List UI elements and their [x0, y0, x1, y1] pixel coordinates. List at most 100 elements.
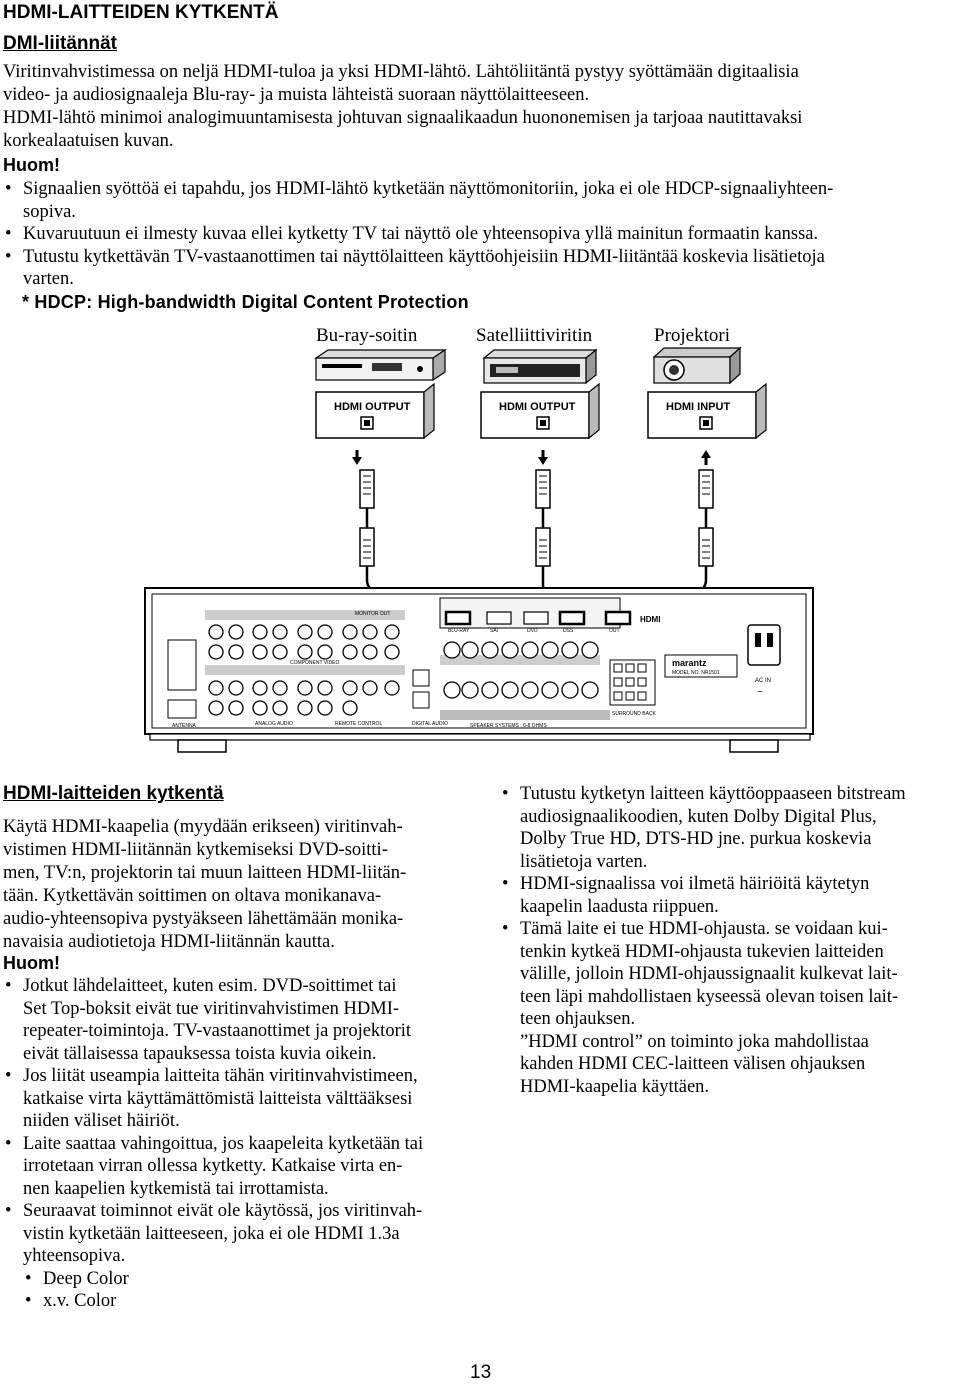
- bullet-line: Seuraavat toiminnot eivät ole käytössä, …: [23, 1201, 423, 1221]
- bullet-line: teen ohjauksen.: [520, 1009, 636, 1029]
- hdmi-output-panel-1: HDMI OUTPUT: [315, 382, 435, 440]
- note-text: Signaalien syöttöä ei tapahdu, jos HDMI-…: [23, 179, 834, 199]
- bullet-line: Jos liität useampia laitteita tähän viri…: [23, 1066, 418, 1086]
- digital-audio-label: DIGITAL AUDIO: [412, 721, 448, 727]
- bullet-line: välille, jolloin HDMI-ohjaussignaalit ku…: [520, 964, 898, 984]
- down-arrow-icon: [352, 450, 362, 465]
- hdmi-output-label: HDMI OUTPUT: [334, 401, 411, 413]
- hdcp-note: * HDCP: High-bandwidth Digital Content P…: [22, 292, 469, 312]
- sub-bullet-item: Deep Color: [23, 1268, 478, 1291]
- bullet-line: kahden HDMI CEC-laitteen välisen ohjauks…: [520, 1054, 866, 1074]
- hdmi-plug-icon: [698, 469, 714, 509]
- down-arrow-icon: [538, 450, 548, 465]
- bullet-line: Jotkut lähdelaitteet, kuten esim. DVD-so…: [23, 976, 397, 996]
- satellite-tuner-icon: [482, 348, 598, 385]
- para-line: audio-yhteensopiva pystyäkseen lähettämä…: [3, 909, 404, 929]
- intro-line: korkealaatuisen kuvan.: [3, 131, 174, 151]
- para-line: men, TV:n, projektorin tai muun laitteen…: [3, 863, 407, 883]
- note-text: sopiva.: [23, 201, 76, 222]
- para-line: Käytä HDMI-kaapelia (myydään erikseen) v…: [3, 817, 403, 837]
- analog-audio-label: ANALOG AUDIO: [255, 721, 293, 727]
- para-line: vistimen HDMI-liitännän kytkemiseksi DVD…: [3, 840, 388, 860]
- bullet-line: nen kaapelien kytkemistä tai irrottamist…: [23, 1178, 329, 1199]
- section-title: DMI-liitännät: [3, 33, 117, 54]
- bullet-line: lisätietoja varten.: [520, 851, 648, 872]
- bullet-line: Tutustu kytketyn laitteen käyttöoppaasee…: [520, 784, 906, 804]
- sub-bullet-item: x.v. Color: [23, 1290, 478, 1313]
- bullet-line: vistin kytketään laitteeseen, joka ei ol…: [23, 1223, 400, 1244]
- bullet-line: repeater-toimintoja. TV-vastaanottimet j…: [23, 1021, 412, 1041]
- bullet-line: Tämä laite ei tue HDMI-ohjausta. se void…: [520, 919, 888, 939]
- antenna-label: ANTENNA: [172, 723, 197, 729]
- note-text: Tutustu kytkettävän TV-vastaanottimen ta…: [23, 246, 825, 267]
- note-item: Tutustu kytkettävän TV-vastaanottimen ta…: [3, 246, 948, 291]
- note-list: Signaalien syöttöä ei tapahdu, jos HDMI-…: [3, 178, 948, 291]
- hdmi-plug-icon: [359, 469, 375, 509]
- intro-line: HDMI-lähtö minimoi analogimuuntamisesta …: [3, 108, 803, 128]
- page-title: HDMI-LAITTEIDEN KYTKENTÄ: [3, 2, 279, 23]
- bullet-line: irrotetaan virran ollessa kytketty. Katk…: [23, 1156, 403, 1176]
- device-label-bluray: Bu-ray-soitin: [316, 325, 418, 346]
- page-number: 13: [470, 1362, 492, 1383]
- hdmi-output-label: HDMI OUTPUT: [499, 401, 576, 413]
- note-label: Huom!: [3, 953, 60, 973]
- bullet-line: Set Top-boksit eivät tue viritinvahvisti…: [23, 998, 400, 1019]
- bullet-item: Laite saattaa vahingoittua, jos kaapelei…: [3, 1133, 478, 1201]
- monitor-out-label: MONITOR OUT: [355, 611, 390, 617]
- hdmi-plug-icon: [535, 469, 551, 509]
- para-line: navaisia audiotietoja HDMI-liitännän kau…: [3, 932, 335, 952]
- hdmi-in-label: DVD: [527, 628, 538, 634]
- bullet-item: Tutustu kytketyn laitteen käyttöoppaasee…: [500, 783, 960, 873]
- bullet-line: audiosignaalikoodien, kuten Dolby Digita…: [520, 806, 877, 827]
- hdmi-out-label: OUT: [609, 628, 620, 634]
- bluray-player-icon: [314, 348, 447, 382]
- bullet-line: ”HDMI control” on toiminto joka mahdolli…: [520, 1031, 869, 1052]
- bullet-line: katkaise virta käyttämättömistä laitteis…: [23, 1088, 413, 1109]
- device-label-projector: Projektori: [654, 325, 730, 346]
- left-bullet-list: Jotkut lähdelaitteet, kuten esim. DVD-so…: [3, 975, 478, 1313]
- ac-in-label: AC IN: [755, 678, 771, 684]
- bullet-line: HDMI-kaapelia käyttäen.: [520, 1076, 710, 1097]
- bullet-item: Jotkut lähdelaitteet, kuten esim. DVD-so…: [3, 975, 478, 1065]
- right-bullet-list: Tutustu kytketyn laitteen käyttöoppaasee…: [500, 783, 960, 1098]
- bullet-line: teen läpi mahdollistaen kyseessä olevan …: [520, 986, 899, 1007]
- hdmi-plug-icon: [359, 527, 375, 567]
- section-heading: HDMI-laitteiden kytkentä: [3, 783, 224, 804]
- para-line: tään. Kytkettävän soittimen on oltava mo…: [3, 886, 382, 906]
- hdmi-plug-icon: [535, 527, 551, 567]
- bullet-line: tenkin kytkeä HDMI-ohjausta tukevien lai…: [520, 941, 884, 962]
- hdmi-output-panel-2: HDMI OUTPUT: [480, 382, 600, 440]
- bullet-line: Laite saattaa vahingoittua, jos kaapelei…: [23, 1133, 424, 1154]
- hdmi-input-label: HDMI INPUT: [666, 401, 730, 413]
- projector-icon: [652, 346, 742, 385]
- hdmi-in-label: SAT: [490, 628, 499, 634]
- section-paragraph: Käytä HDMI-kaapelia (myydään erikseen) v…: [3, 816, 473, 954]
- sub-bullet-list: Deep Color x.v. Color: [23, 1268, 478, 1313]
- receiver-back-panel: ANTENNA: [144, 587, 814, 753]
- hdmi-in-label: DSS: [563, 628, 574, 634]
- hdmi-plug-icon: [698, 527, 714, 567]
- note-text: varten.: [23, 269, 74, 289]
- hdmi-logo-icon: HDMI: [640, 615, 660, 624]
- component-video-label: COMPONENT VIDEO: [290, 660, 339, 666]
- note-label: Huom!: [3, 155, 60, 175]
- bullet-line: Dolby True HD, DTS-HD jne. purkua koskev…: [520, 829, 872, 849]
- note-item: Signaalien syöttöä ei tapahdu, jos HDMI-…: [3, 178, 948, 223]
- bullet-item: HDMI-signaalissa voi ilmetä häiriöitä kä…: [500, 873, 960, 918]
- brand-logo: marantz: [672, 658, 707, 668]
- bullet-item: Jos liität useampia laitteita tähän viri…: [3, 1065, 478, 1133]
- intro-line: Viritinvahvistimessa on neljä HDMI-tuloa…: [3, 62, 799, 82]
- note-item: Kuvaruutuun ei ilmesty kuvaa ellei kytke…: [3, 223, 948, 246]
- device-label-satellite: Satelliittiviritin: [476, 325, 593, 346]
- bullet-item: Tämä laite ei tue HDMI-ohjausta. se void…: [500, 918, 960, 1098]
- connection-diagram: HDMI OUTPUT HDMI OUTPUT HDMI INPUT: [144, 346, 814, 753]
- hdmi-input-panel: HDMI INPUT: [647, 382, 767, 440]
- bullet-line: niiden väliset häiriöt.: [23, 1111, 180, 1131]
- speaker-systems-label: SPEAKER SYSTEMS : 6-8 OHMS: [470, 723, 547, 729]
- bullet-line: eivät tällaisessa tapauksessa toista kuv…: [23, 1043, 377, 1064]
- bullet-item: Seuraavat toiminnot eivät ole käytössä, …: [3, 1200, 478, 1313]
- bullet-line: kaapelin laadusta riippuen.: [520, 896, 719, 917]
- up-arrow-icon: [701, 450, 711, 465]
- ac-symbol-icon: ~: [757, 687, 763, 698]
- remote-control-label: REMOTE CONTROL: [335, 721, 382, 727]
